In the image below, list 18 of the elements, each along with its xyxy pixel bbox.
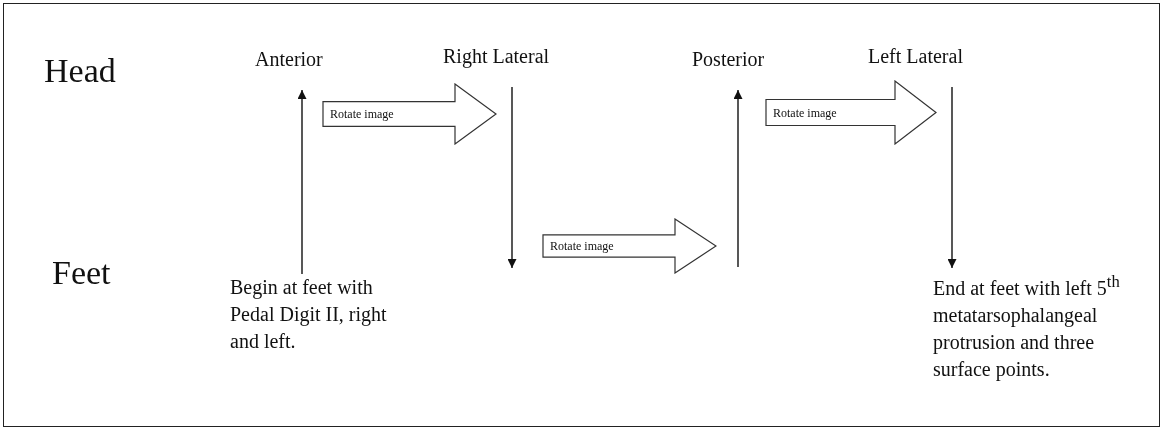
view-label: Right Lateral — [443, 43, 603, 73]
arrow — [733, 89, 743, 268]
arrow-label: Rotate image — [330, 106, 394, 122]
arrow — [507, 86, 517, 269]
arrow-label: Rotate image — [773, 105, 837, 120]
block-arrow — [765, 80, 937, 145]
block-arrow — [322, 83, 497, 145]
row-label: Feet — [52, 254, 111, 292]
arrow — [297, 89, 307, 275]
arrow — [947, 86, 957, 269]
view-label: Left Lateral — [868, 43, 1008, 73]
instruction-text: Begin at feet with Pedal Digit II, right and left. — [230, 274, 400, 358]
instruction-text: End at feet with left 5$^{th}$ metatarsophalangeal protrusion and three surface points. — [933, 268, 1148, 408]
row-label: Head — [44, 52, 116, 90]
view-label: Posterior — [692, 46, 804, 76]
view-label: Anterior — [255, 46, 355, 76]
block-arrow — [542, 218, 717, 274]
arrow-label: Rotate image — [550, 238, 614, 254]
